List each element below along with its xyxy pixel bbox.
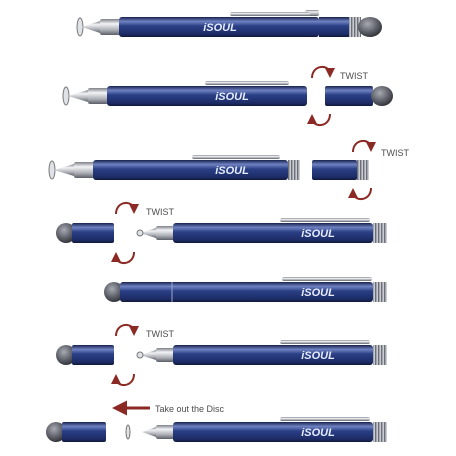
disc-tip-icon [142,425,174,439]
twist-arrow-icon [307,113,331,126]
brand-logo: iSOUL [215,91,249,103]
twist-label: TWIST [146,207,174,217]
row-1-assembled-pen: iSOUL [76,10,382,37]
disc-tip-icon [62,86,108,106]
rear-cap-barrel [312,160,357,180]
brand-logo: iSOUL [203,22,237,34]
brand-logo: iSOUL [215,165,249,177]
front-cap-barrel [62,422,106,442]
front-cap-barrel [72,223,114,243]
twist-arrow-icon [352,140,376,153]
thread-ring [288,160,300,180]
pocket-clip [282,277,372,281]
pen-barrel [173,223,373,243]
row-4-twist-front-cap: iSOUL TWIST [56,202,387,264]
mesh-tip-icon [358,17,382,37]
pocket-clip [280,340,370,344]
twist-arrow-icon [115,202,139,215]
pen-barrel [173,345,373,365]
row-6-twist-front-cap: iSOUL TWIST [56,324,387,386]
pen-barrel [119,17,319,37]
pocket-clip [230,12,310,16]
twist-label: TWIST [381,148,409,158]
twist-arrow-icon [111,373,135,386]
row-5-mesh-configuration: iSOUL [104,277,387,302]
twist-label: TWIST [340,71,368,81]
pen-barrel [107,86,307,106]
pen-end-barrel [319,17,349,37]
front-cap-barrel [72,345,114,365]
take-out-disc-label: Take out the Disc [155,404,225,414]
pen-barrel [93,160,288,180]
detached-disc-icon [125,424,131,440]
disc-tip-icon [76,17,120,37]
disc-tip-icon [48,160,94,180]
mesh-tip-icon [371,86,393,106]
rear-cap-barrel [325,86,373,106]
brand-logo: iSOUL [301,287,335,299]
pocket-clip [205,81,289,85]
mesh-tip-icon [56,223,76,243]
mesh-tip-icon [104,282,124,302]
twist-arrow-icon [311,66,335,79]
row-7-remove-disc: Take out the Disc iSOUL [46,400,387,442]
thread-ring [373,422,387,442]
twist-label: TWIST [146,329,174,339]
thread-ring [373,223,387,243]
brand-logo: iSOUL [301,228,335,240]
row-3-twist-inner-cap: iSOUL TWIST [48,140,409,200]
pocket-clip [280,417,370,421]
pen-barrel [173,422,373,442]
disc-tip-icon [136,348,174,362]
row-2-twist-rear-cap: iSOUL TWIST [62,66,393,126]
twist-arrow-icon [111,251,135,264]
pocket-clip [280,218,370,222]
thread-ring [349,17,361,37]
mesh-tip-icon [46,422,66,442]
brand-logo: iSOUL [301,427,335,439]
disc-tip-icon [136,226,174,240]
thread-ring [357,160,369,180]
pen-barrel [120,282,373,302]
mesh-tip-icon [56,345,76,365]
pocket-clip [192,155,280,159]
twist-arrow-icon [348,187,372,200]
thread-ring [373,282,387,302]
thread-ring [373,345,387,365]
twist-arrow-icon [115,324,139,337]
brand-logo: iSOUL [301,350,335,362]
